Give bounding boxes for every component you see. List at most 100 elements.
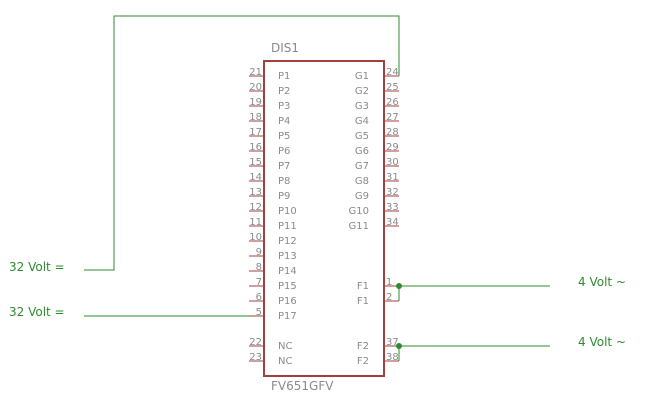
pin-number: 1	[386, 277, 392, 288]
pin-label: G2	[355, 86, 369, 97]
pin-label: G6	[355, 146, 369, 157]
pin-number: 23	[249, 352, 262, 363]
pin-8[interactable]: 8 P14	[249, 262, 297, 277]
pin-label: P12	[278, 236, 297, 247]
pin-number: 16	[249, 142, 262, 153]
pin-1[interactable]: 1 F1	[357, 277, 399, 292]
pin-label: P2	[278, 86, 290, 97]
pin-number: 15	[249, 157, 262, 168]
junction-dot-f1	[396, 283, 402, 289]
pin-label: F1	[357, 281, 369, 292]
pin-7[interactable]: 7 P15	[249, 277, 297, 292]
pin-17[interactable]: 17 P5	[249, 127, 290, 142]
pin-label: P14	[278, 266, 297, 277]
pin-26[interactable]: 26 G3	[355, 97, 399, 112]
pin-11[interactable]: 11 P11	[249, 217, 297, 232]
pin-label: P5	[278, 131, 290, 142]
pin-label: G5	[355, 131, 369, 142]
pin-number: 7	[256, 277, 262, 288]
pin-number: 38	[386, 352, 399, 363]
pin-number: 14	[249, 172, 262, 183]
pin-number: 17	[249, 127, 262, 138]
pin-label: P15	[278, 281, 297, 292]
pin-label: G11	[349, 221, 369, 232]
pin-number: 26	[386, 97, 399, 108]
net-label-supply-b: 32 Volt =	[9, 305, 65, 319]
pin-label: G9	[355, 191, 369, 202]
pin-23[interactable]: 23 NC	[249, 352, 292, 367]
pin-number: 6	[256, 292, 262, 303]
pin-27[interactable]: 27 G4	[355, 112, 399, 127]
pin-5[interactable]: 5 P17	[249, 307, 297, 322]
pin-number: 24	[386, 67, 399, 78]
net-label-filament-2: 4 Volt ~	[578, 335, 626, 349]
pin-label: P10	[278, 206, 297, 217]
pin-label: P16	[278, 296, 297, 307]
component-value: FV651GFV	[271, 379, 334, 393]
component-body[interactable]	[263, 60, 385, 377]
pin-24[interactable]: 24 G1	[355, 67, 399, 82]
pin-18[interactable]: 18 P4	[249, 112, 290, 127]
pin-label: F1	[357, 296, 369, 307]
pin-label: G8	[355, 176, 369, 187]
pin-label: G10	[349, 206, 369, 217]
pin-number: 22	[249, 337, 262, 348]
pin-34[interactable]: 34 G11	[349, 217, 399, 232]
pin-number: 27	[386, 112, 399, 123]
pin-label: G4	[355, 116, 369, 127]
pin-label: NC	[278, 356, 292, 367]
pin-label: NC	[278, 341, 292, 352]
pin-2[interactable]: 2F1	[357, 292, 399, 307]
pin-number: 8	[256, 262, 262, 273]
pin-label: P11	[278, 221, 297, 232]
pin-label: P4	[278, 116, 290, 127]
pin-number: 13	[249, 187, 262, 198]
pin-number: 30	[386, 157, 399, 168]
pin-20[interactable]: 20 P2	[249, 82, 290, 97]
wire-group	[84, 15, 550, 361]
pin-22[interactable]: 22 NC	[249, 337, 292, 352]
wire-f1-net[interactable]	[398, 285, 550, 301]
wire-f2-net[interactable]	[398, 345, 550, 361]
pin-number: 31	[386, 172, 399, 183]
pin-number: 25	[386, 82, 399, 93]
pin-25[interactable]: 25 G2	[355, 82, 399, 97]
net-label-supply-a: 32 Volt =	[9, 260, 65, 274]
pin-label: P1	[278, 71, 290, 82]
pin-number: 32	[386, 187, 399, 198]
pin-number: 18	[249, 112, 262, 123]
pin-number: 11	[249, 217, 262, 228]
pin-number: 29	[386, 142, 399, 153]
pin-number: 20	[249, 82, 262, 93]
pin-29[interactable]: 29 G6	[355, 142, 399, 157]
pin-label: F2	[357, 356, 369, 367]
pin-label: G3	[355, 101, 369, 112]
pin-label: P17	[278, 311, 297, 322]
pin-6[interactable]: 6 P16	[249, 292, 297, 307]
pin-number: 19	[249, 97, 262, 108]
pin-38[interactable]: 38 F2	[357, 352, 399, 367]
pin-32[interactable]: 32 G9	[355, 187, 399, 202]
pin-21[interactable]: 21 P1	[249, 67, 290, 82]
wire-supply-a-to-g1[interactable]	[84, 15, 400, 271]
pin-number: 21	[249, 67, 262, 78]
pin-number: 5	[256, 307, 262, 318]
pin-31[interactable]: 31 G8	[355, 172, 399, 187]
pin-number: 34	[386, 217, 399, 228]
pin-label: G1	[355, 71, 369, 82]
